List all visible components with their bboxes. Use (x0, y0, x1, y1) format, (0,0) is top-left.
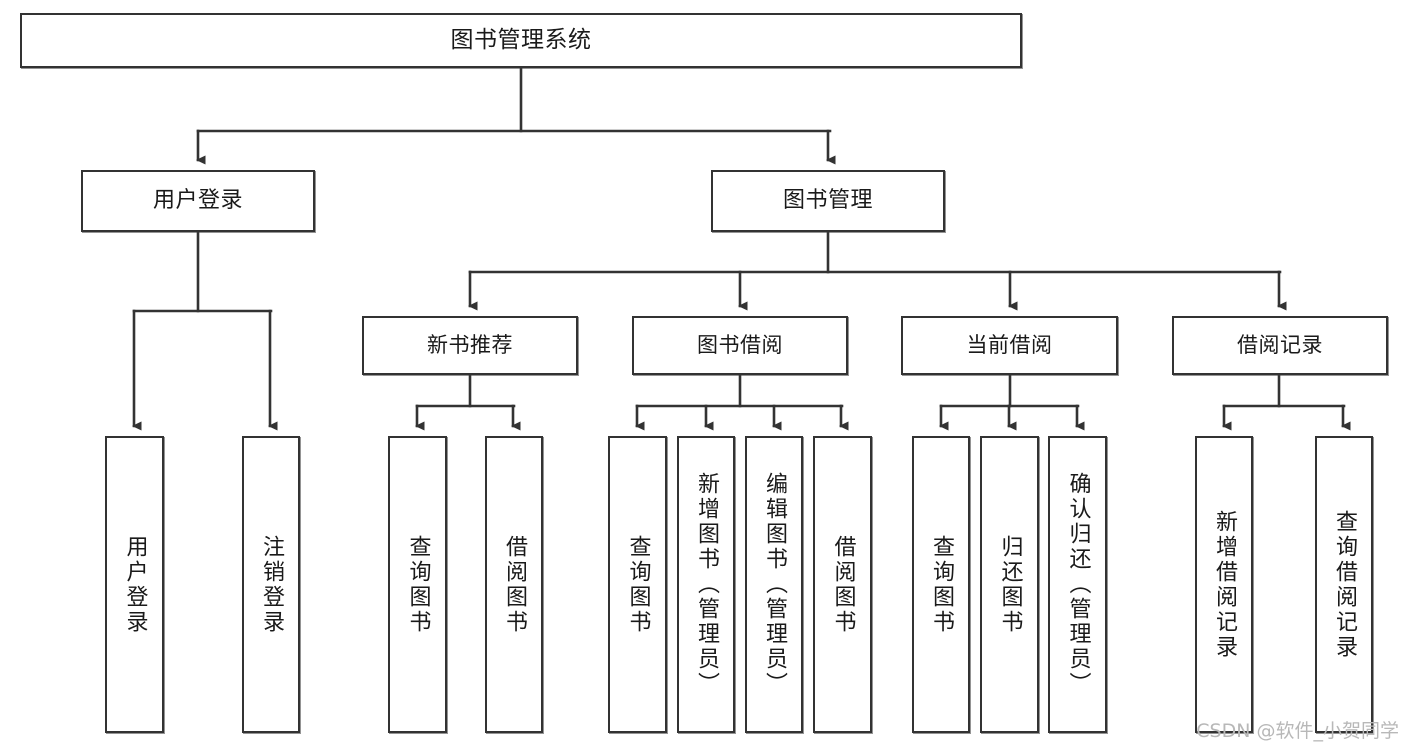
node-leaf-book-borrow-add[interactable]: 新增图书（管理员） (677, 436, 735, 733)
node-leaf-user-login-signout[interactable]: 注销登录 (242, 436, 300, 733)
node-leaf-label: 归还图书 (997, 534, 1023, 635)
node-leaf-book-borrow-borrow[interactable]: 借阅图书 (813, 436, 872, 733)
node-leaf-borrow-record-query[interactable]: 查询借阅记录 (1315, 436, 1373, 733)
node-leaf-book-borrow-edit[interactable]: 编辑图书（管理员） (745, 436, 803, 733)
node-current-borrow[interactable]: 当前借阅 (901, 316, 1118, 375)
node-borrow-record-label: 借阅记录 (1237, 333, 1323, 358)
edges-book-borrow-to-leaves (634, 373, 849, 431)
edges-borrow-record-to-leaves (1221, 373, 1351, 431)
edges-current-borrow-to-leaves (938, 373, 1085, 431)
node-leaf-new-book-query[interactable]: 查询图书 (388, 436, 447, 733)
node-leaf-label: 编辑图书（管理员） (761, 472, 787, 697)
node-leaf-label: 借阅图书 (501, 534, 527, 635)
node-book-management[interactable]: 图书管理 (711, 170, 945, 232)
node-leaf-label: 查询图书 (625, 534, 651, 635)
node-leaf-label: 新增借阅记录 (1211, 509, 1237, 660)
node-leaf-label: 查询图书 (928, 534, 954, 635)
node-leaf-label: 新增图书（管理员） (693, 472, 719, 697)
node-leaf-label: 用户登录 (122, 534, 148, 635)
node-leaf-label: 查询借阅记录 (1331, 509, 1357, 660)
node-leaf-label: 确认归还（管理员） (1065, 472, 1091, 697)
edges-user-login-to-leaves (131, 230, 278, 431)
node-leaf-new-book-borrow[interactable]: 借阅图书 (485, 436, 543, 733)
node-leaf-label: 注销登录 (258, 534, 284, 635)
node-leaf-current-borrow-return[interactable]: 归还图书 (980, 436, 1039, 733)
node-book-borrow-label: 图书借阅 (697, 333, 783, 358)
node-root-label: 图书管理系统 (450, 26, 592, 53)
node-current-borrow-label: 当前借阅 (966, 333, 1053, 358)
node-leaf-current-borrow-confirm-return[interactable]: 确认归还（管理员） (1048, 436, 1107, 733)
node-user-login[interactable]: 用户登录 (81, 170, 315, 232)
node-leaf-current-borrow-query[interactable]: 查询图书 (912, 436, 970, 733)
edges-root-to-level2 (195, 66, 836, 165)
edges-new-book-to-leaves (414, 373, 521, 431)
node-new-book-recommend-label: 新书推荐 (427, 333, 513, 358)
node-leaf-label: 查询图书 (405, 534, 431, 635)
node-borrow-record[interactable]: 借阅记录 (1172, 316, 1388, 375)
edges-book-mgmt-to-level3 (467, 230, 1287, 311)
node-new-book-recommend[interactable]: 新书推荐 (362, 316, 578, 375)
node-leaf-borrow-record-add[interactable]: 新增借阅记录 (1195, 436, 1253, 733)
node-leaf-book-borrow-query[interactable]: 查询图书 (608, 436, 667, 733)
node-user-login-label: 用户登录 (152, 188, 243, 214)
node-book-management-label: 图书管理 (782, 188, 873, 214)
node-leaf-label: 借阅图书 (830, 534, 856, 635)
node-leaf-user-login-signin[interactable]: 用户登录 (105, 436, 164, 733)
node-book-borrow[interactable]: 图书借阅 (632, 316, 848, 375)
node-root-book-management-system[interactable]: 图书管理系统 (20, 13, 1022, 68)
